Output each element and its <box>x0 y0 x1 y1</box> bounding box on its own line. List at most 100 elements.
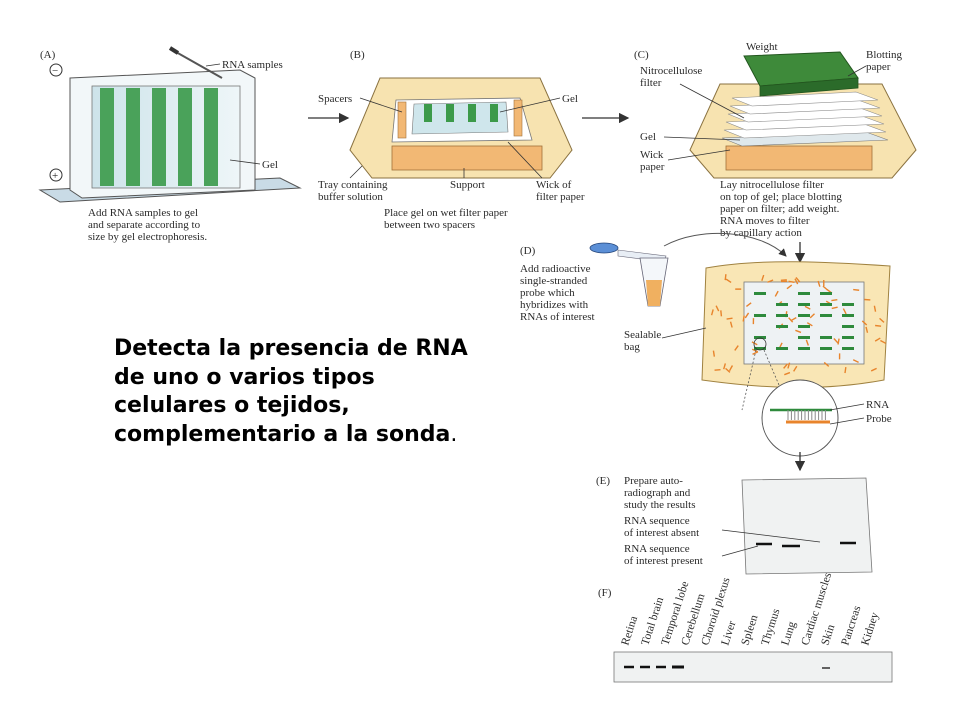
gel-lanes <box>100 88 218 186</box>
filter-band <box>820 347 832 350</box>
cathode-terminal <box>49 63 63 77</box>
probe-speck <box>873 305 877 312</box>
rna-samples-label: RNA samples <box>222 59 283 71</box>
gel-lane <box>126 88 140 186</box>
panel-a-letter: (A) <box>40 49 56 61</box>
probe-label: Probe <box>866 413 892 425</box>
probe-speck <box>788 317 794 323</box>
gel-lane <box>100 88 114 186</box>
probe-speck <box>714 368 721 371</box>
probe-speck <box>842 308 847 315</box>
panel-c-letter: (C) <box>634 49 649 61</box>
filter-band <box>842 336 854 339</box>
probe-speck <box>725 278 732 284</box>
gel-on-paper <box>411 101 509 135</box>
filter-band <box>842 303 854 306</box>
probe-speck <box>817 280 821 287</box>
probe-speck <box>751 348 759 353</box>
gel-lane <box>204 88 218 186</box>
probe-speck <box>831 306 838 310</box>
filter-band <box>820 292 832 295</box>
wick-label-b: Wick of filter paper <box>536 179 585 203</box>
filter-band <box>842 347 854 350</box>
absent-label: RNA sequence of interest absent <box>624 515 699 539</box>
probe-speck <box>783 363 789 369</box>
probe-speck <box>744 312 750 319</box>
hybridized-strand <box>770 408 832 424</box>
panel-c: (C) Weight Blotting paper Nitrocellulose… <box>634 41 917 239</box>
filter-band <box>754 314 766 317</box>
probe-speck <box>784 371 791 376</box>
bag-label: Sealable bag <box>624 329 664 353</box>
panel-e-letter: (E) <box>596 475 610 487</box>
probe-speck <box>729 321 733 328</box>
spacers-label: Spacers <box>318 93 352 105</box>
probe-speck <box>710 309 714 316</box>
panel-a: (A) − + RNA samples Gel Add RNA samples … <box>38 46 302 243</box>
filter-band <box>776 325 788 328</box>
filter-band <box>798 303 810 306</box>
probe-speck <box>861 320 868 326</box>
filter-band <box>842 325 854 328</box>
tissue-label: Skin <box>819 623 837 647</box>
filter-band <box>820 303 832 306</box>
probe-speck <box>852 359 859 363</box>
filter-band <box>798 292 810 295</box>
probe-speck <box>742 315 745 322</box>
probe-speck <box>751 341 758 346</box>
filter-band <box>842 314 854 317</box>
filter-band <box>820 314 832 317</box>
panel-b-letter: (B) <box>350 49 365 61</box>
anode-terminal <box>49 168 63 182</box>
minus-sign: − <box>52 65 58 77</box>
gel-label-c: Gel <box>640 131 656 143</box>
spacer-right <box>513 99 523 137</box>
probe-speck <box>823 361 830 367</box>
panel-f-letter: (F) <box>598 587 612 599</box>
tissue-label: Retina <box>619 615 640 647</box>
zoom-circle <box>761 379 839 457</box>
probe-speck <box>804 305 811 310</box>
probe-speck <box>833 338 839 344</box>
caption-period: . <box>450 421 458 447</box>
filter-band <box>754 347 766 350</box>
probe-speck <box>715 305 720 312</box>
gel-lane <box>178 88 192 186</box>
tissue-label: Spleen <box>739 613 760 647</box>
probe-speck <box>793 365 798 372</box>
probe-speck <box>844 367 847 374</box>
probe-speck <box>786 284 793 290</box>
filter-band <box>776 314 788 317</box>
panel-e: (E) Prepare auto- radiograph and study t… <box>596 475 873 575</box>
probe-speck <box>725 367 731 373</box>
probe-speck <box>875 324 882 327</box>
caption-text: Detecta la presencia de RNA de uno o var… <box>114 336 468 447</box>
nitrocellulose-label: Nitrocellulose filter <box>640 65 705 89</box>
probe-speck <box>805 339 810 346</box>
filter-band <box>776 303 788 306</box>
probe-speck <box>806 322 813 327</box>
probe-speck <box>752 351 759 355</box>
filter-bands <box>754 292 854 350</box>
probe-speck <box>712 350 716 357</box>
probe-speck <box>787 362 791 369</box>
gel-label-a: Gel <box>262 159 278 171</box>
probe-tube <box>589 242 669 307</box>
probe-speck <box>734 345 739 351</box>
probe-speck <box>790 317 797 322</box>
plus-sign: + <box>52 170 58 182</box>
blotting-label: Blotting paper <box>866 49 905 73</box>
panel-d: (D) Add radioactive single-stranded prob… <box>520 232 892 457</box>
zoom-source <box>753 337 767 351</box>
support-block-c <box>725 145 873 171</box>
probe-speck <box>728 365 734 372</box>
pipette <box>175 51 223 79</box>
probe-speck <box>794 278 799 285</box>
tissue-label: Lung <box>779 620 798 647</box>
probe-speck <box>795 276 801 283</box>
panel-d-letter: (D) <box>520 245 536 257</box>
weight-label: Weight <box>746 41 778 53</box>
probe-speck <box>853 288 860 291</box>
